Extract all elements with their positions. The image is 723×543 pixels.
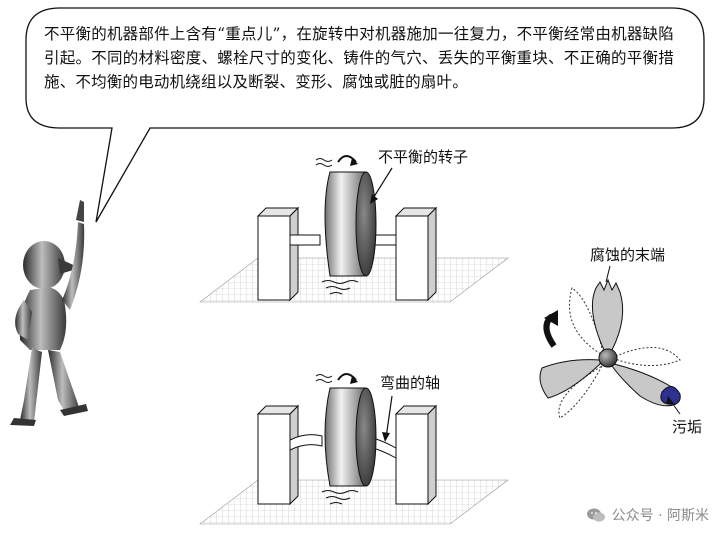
- watermark-text: 公众号 · 阿斯米: [611, 508, 709, 524]
- man-figure: [10, 200, 88, 426]
- speech-bubble-text: 不平衡的机器部件上含有“重点儿”，在旋转中对机器施加一往复力，不平衡经常由机器缺…: [44, 25, 674, 91]
- label-dirt: 污垢: [672, 418, 703, 436]
- fan-illustration: [539, 265, 681, 419]
- watermark: 公众号 · 阿斯米: [586, 505, 709, 525]
- unbalanced-rotor-machine: [199, 155, 509, 303]
- speech-bubble: [25, 7, 705, 223]
- label-bent-shaft: 弯曲的轴: [380, 374, 441, 392]
- bent-shaft-machine: [199, 373, 509, 525]
- label-corroded-tip: 腐蚀的末端: [590, 246, 666, 264]
- wechat-icon: [586, 508, 605, 522]
- label-unbalanced-rotor: 不平衡的转子: [378, 148, 469, 166]
